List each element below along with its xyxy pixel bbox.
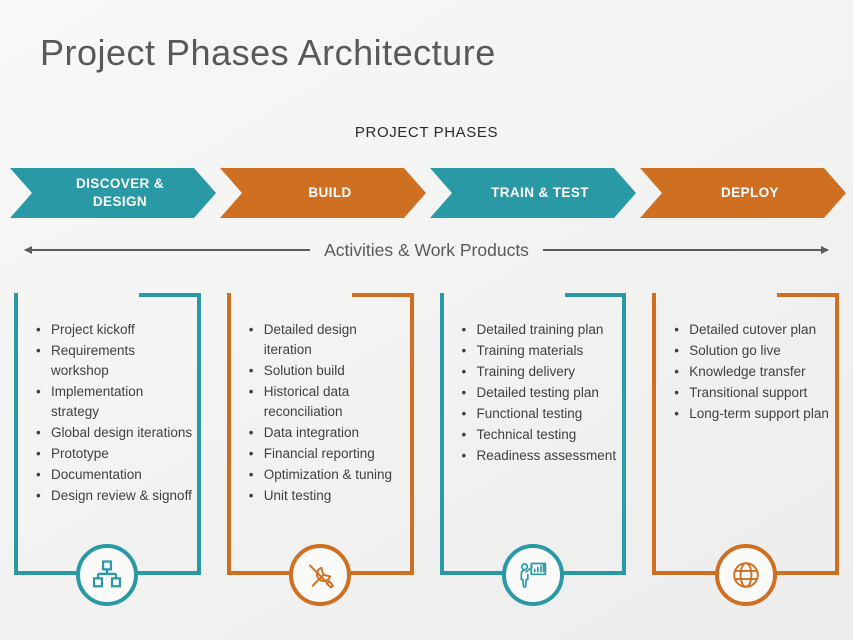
- phase-label: DISCOVER & DESIGN: [75, 176, 164, 209]
- list-item: Detailed design iteration: [249, 320, 406, 360]
- phase-chevron: DEPLOY: [640, 168, 846, 218]
- list-item: Unit testing: [249, 486, 406, 506]
- list-item: Detailed testing plan: [462, 383, 619, 403]
- box-border-right: [622, 293, 627, 575]
- work-products-list: Detailed design iterationSolution buildH…: [227, 293, 414, 506]
- phase-chevron: TRAIN & TEST: [430, 168, 636, 218]
- list-item: Detailed cutover plan: [674, 320, 831, 340]
- phase-label: TRAIN & TEST: [491, 185, 589, 201]
- tools-icon: [309, 564, 335, 589]
- page-title: Project Phases Architecture: [40, 32, 496, 73]
- list-item: Solution build: [249, 361, 406, 381]
- list-item: Implementation strategy: [36, 382, 193, 422]
- work-products-box: Detailed cutover planSolution go liveKno…: [652, 293, 839, 606]
- work-product-columns: Project kickoffRequirements workshopImpl…: [14, 293, 839, 606]
- section-label: PROJECT PHASES: [354, 124, 499, 141]
- activities-label: Activities & Work Products: [324, 239, 529, 260]
- list-item: Project kickoff: [36, 320, 193, 340]
- list-item: Long-term support plan: [674, 404, 831, 424]
- phase-icon-badge: [76, 544, 139, 606]
- list-item: Training delivery: [462, 362, 619, 382]
- globe-icon: [732, 562, 759, 588]
- list-item: Prototype: [36, 444, 193, 464]
- work-products-box: Project kickoffRequirements workshopImpl…: [14, 293, 201, 606]
- list-item: Requirements workshop: [36, 341, 193, 381]
- list-item: Global design iterations: [36, 423, 193, 443]
- box-border-top: [139, 293, 201, 297]
- right-arrow-line: [542, 245, 830, 254]
- phase-label: BUILD: [308, 185, 352, 201]
- phase-icon-badge: [501, 544, 564, 606]
- phase-icon-badge: [714, 544, 777, 606]
- phase-label: DEPLOY: [721, 185, 779, 201]
- phase-chevron: BUILD: [220, 168, 426, 218]
- work-products-list: Detailed cutover planSolution go liveKno…: [652, 293, 839, 424]
- list-item: Detailed training plan: [462, 320, 619, 340]
- box-border-right: [409, 293, 414, 575]
- box-border-left: [14, 293, 18, 575]
- work-products-list: Project kickoffRequirements workshopImpl…: [14, 293, 201, 506]
- left-arrow-line: [23, 245, 311, 254]
- list-item: Data integration: [249, 423, 406, 443]
- activities-divider: Activities & Work Products: [23, 236, 830, 264]
- work-products-box: Detailed design iterationSolution buildH…: [226, 293, 414, 606]
- list-item: Functional testing: [462, 404, 619, 424]
- list-item: Technical testing: [462, 425, 619, 445]
- list-item: Knowledge transfer: [674, 362, 831, 382]
- box-border-top: [351, 293, 414, 297]
- box-border-right: [196, 293, 201, 575]
- trainer-icon: [520, 562, 547, 588]
- phase-chevron: DISCOVER & DESIGN: [10, 168, 216, 218]
- list-item: Solution go live: [674, 341, 831, 361]
- box-border-right: [835, 293, 839, 575]
- list-item: Documentation: [36, 465, 193, 485]
- box-border-top: [564, 293, 627, 297]
- work-products-box: Detailed training planTraining materials…: [439, 293, 627, 606]
- box-border-left: [439, 293, 444, 575]
- list-item: Historical data reconciliation: [249, 382, 406, 422]
- box-border-left: [652, 293, 657, 575]
- list-item: Training materials: [462, 341, 619, 361]
- list-item: Design review & signoff: [36, 486, 193, 506]
- box-border-left: [226, 293, 231, 575]
- org-chart-icon: [93, 560, 122, 588]
- box-border-top: [777, 293, 839, 297]
- list-item: Financial reporting: [249, 444, 406, 464]
- phase-icon-badge: [289, 544, 352, 606]
- work-products-list: Detailed training planTraining materials…: [440, 293, 627, 466]
- list-item: Transitional support: [674, 383, 831, 403]
- list-item: Optimization & tuning: [249, 465, 406, 485]
- phase-arrows-row: DISCOVER & DESIGN BUILD TRAIN & TEST DEP…: [0, 168, 853, 218]
- list-item: Readiness assessment: [462, 446, 619, 466]
